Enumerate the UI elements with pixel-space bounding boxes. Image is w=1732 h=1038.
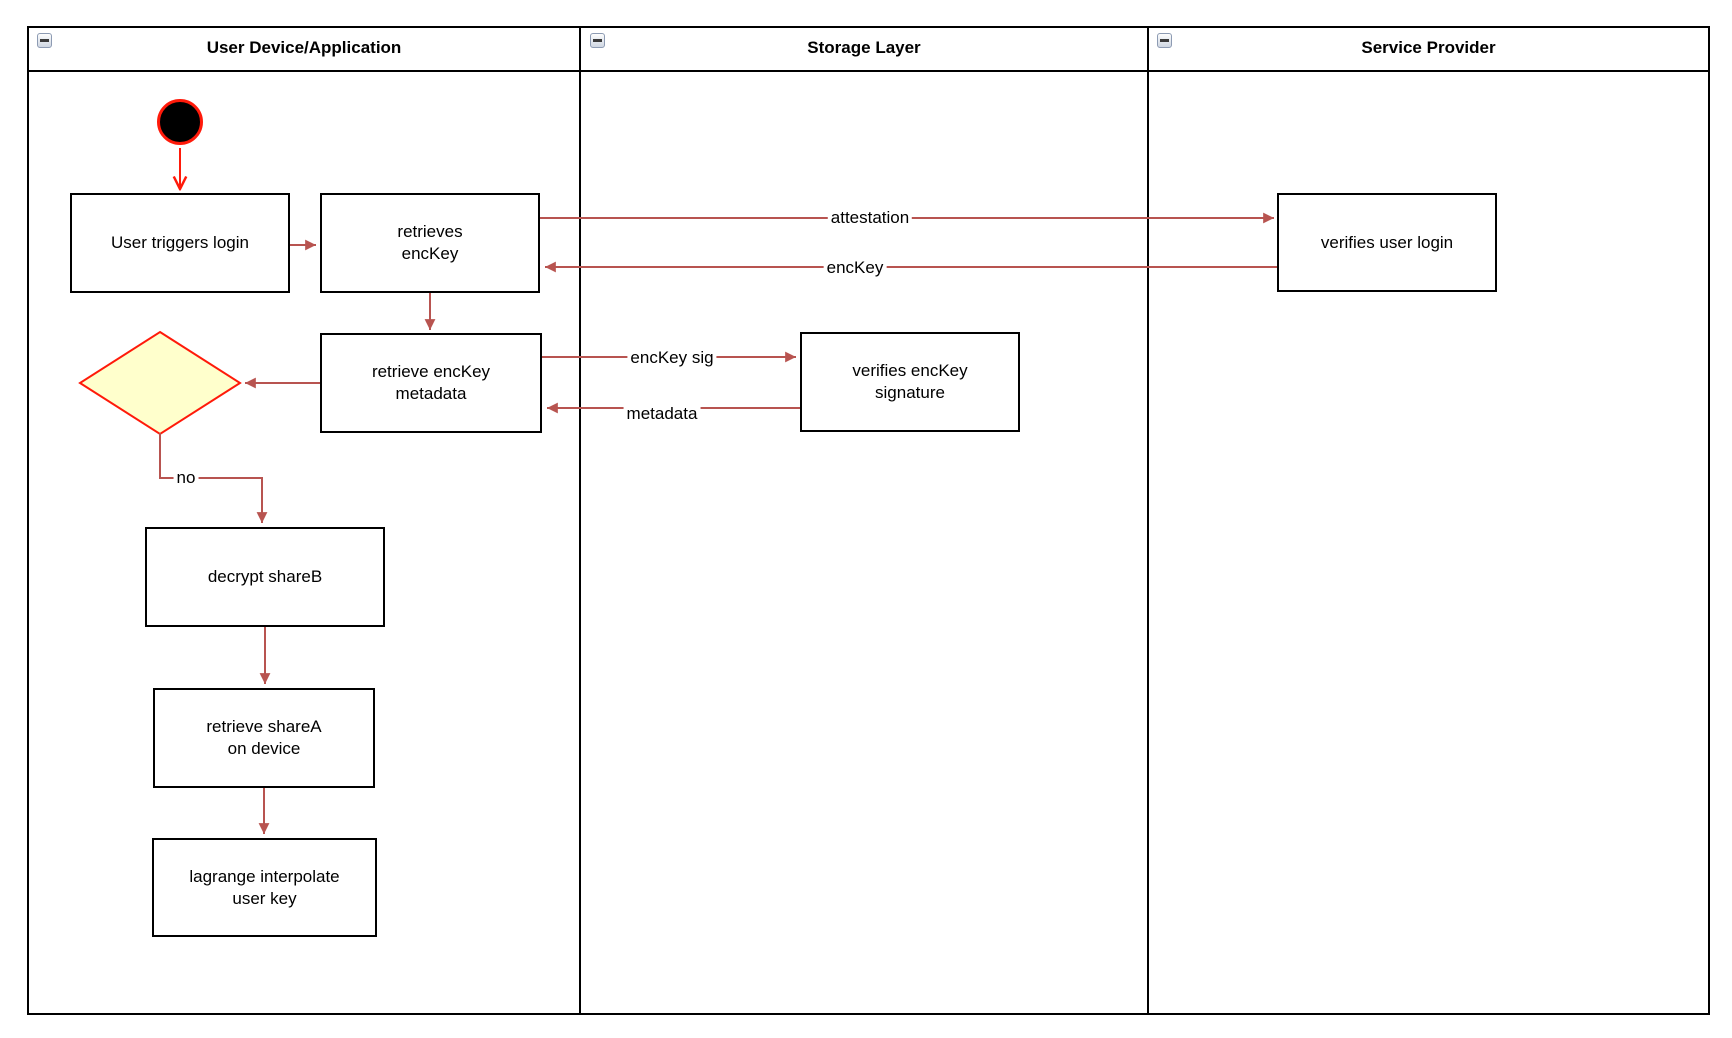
node-label: verifies encKey signature (852, 361, 968, 402)
node-lagrange-interpolate[interactable]: lagrange interpolate user key (152, 838, 377, 937)
lane-divider-1 (579, 26, 581, 1015)
node-retrieve-enckey-metadata[interactable]: retrieve encKey metadata (320, 333, 542, 433)
collapse-icon[interactable] (590, 33, 605, 48)
decision-first-time-user[interactable] (78, 330, 242, 436)
node-decrypt-shareb[interactable]: decrypt shareB (145, 527, 385, 627)
diamond-shape (78, 330, 242, 436)
edge-label-no: no (173, 468, 199, 488)
edge-label-enckey-sig: encKey sig (627, 348, 717, 368)
node-user-triggers-login[interactable]: User triggers login (70, 193, 290, 293)
minus-icon (593, 39, 602, 42)
edge-label-attestation: attestation (827, 208, 913, 228)
minus-icon (1160, 39, 1169, 42)
node-label: decrypt shareB (207, 567, 323, 586)
lane-title-storage-layer: Storage Layer (807, 38, 921, 57)
node-retrieves-enckey[interactable]: retrieves encKey (320, 193, 540, 293)
lane-header-divider (27, 70, 1710, 72)
collapse-icon[interactable] (1157, 33, 1172, 48)
edge-label-enckey: encKey (823, 258, 887, 278)
initial-state-node[interactable] (157, 99, 203, 145)
node-label: User triggers login (111, 233, 249, 252)
node-verifies-user-login[interactable]: verifies user login (1277, 193, 1497, 292)
node-label: lagrange interpolate user key (189, 866, 340, 908)
minus-icon (40, 39, 49, 42)
node-label: retrieve shareA on device (206, 717, 322, 758)
node-label: retrieves encKey (397, 222, 463, 263)
lane-title-user-device: User Device/Application (206, 38, 402, 57)
node-label: verifies user login (1320, 232, 1454, 252)
lane-title-service-provider: Service Provider (1361, 38, 1496, 57)
lane-divider-2 (1147, 26, 1149, 1015)
node-retrieve-sharea[interactable]: retrieve shareA on device (153, 688, 375, 788)
node-verifies-enckey-signature[interactable]: verifies encKey signature (800, 332, 1020, 432)
collapse-icon[interactable] (37, 33, 52, 48)
node-label: retrieve encKey metadata (371, 362, 491, 403)
edge-label-metadata: metadata (623, 404, 701, 424)
